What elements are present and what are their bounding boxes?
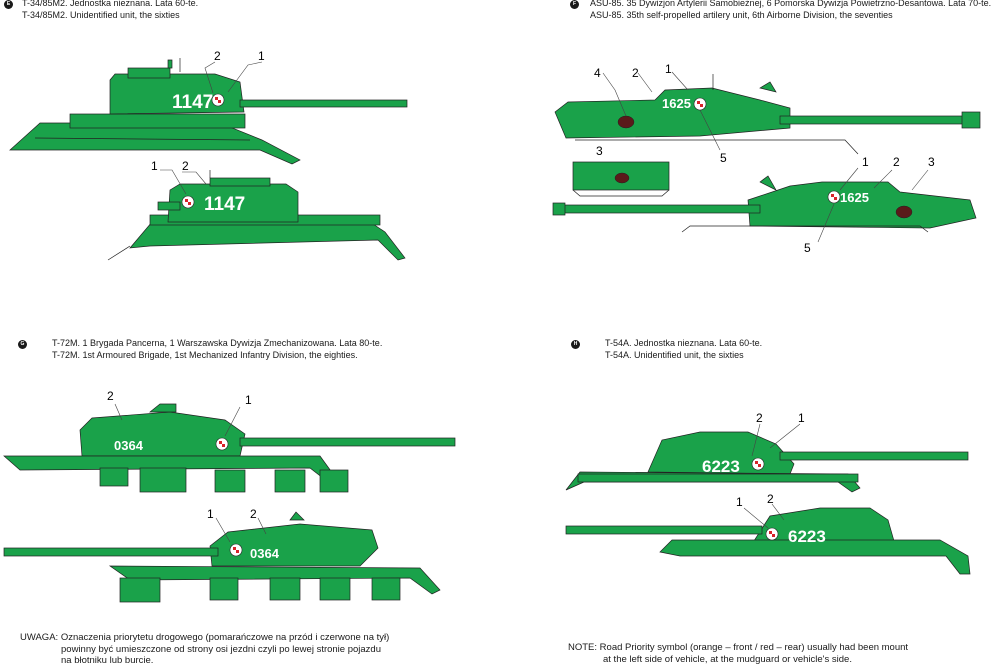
section-g-caption-en: T-72M. 1st Armoured Brigade, 1st Mechani… bbox=[52, 349, 358, 360]
t34-profile-bottom bbox=[107, 170, 406, 261]
t54-bottom-callout-1: 1 bbox=[736, 495, 743, 509]
asu85-bottom-insignia bbox=[895, 205, 913, 219]
t72-top-roundel bbox=[215, 437, 229, 451]
asu85-detail-insignia bbox=[614, 172, 630, 184]
asu85-profile-top bbox=[554, 74, 981, 155]
t34-bottom-number: 1147 bbox=[204, 194, 245, 215]
section-e-badge: E bbox=[4, 0, 13, 9]
note-polish-line1: UWAGA: Oznaczenia priorytetu drogowego (… bbox=[20, 632, 389, 644]
asu85-top-callouts bbox=[602, 71, 721, 151]
asu85-top-number: 1625 bbox=[662, 96, 691, 111]
t72-profile-bottom bbox=[3, 511, 441, 603]
t72-bottom-callouts bbox=[215, 517, 267, 543]
note-polish: UWAGA: Oznaczenia priorytetu drogowego (… bbox=[20, 632, 389, 667]
t34-top-callout-1: 1 bbox=[258, 49, 265, 63]
t54-bottom-callouts bbox=[743, 503, 785, 529]
asu85-top-callout-4: 4 bbox=[594, 66, 601, 80]
note-polish-text1: Oznaczenia priorytetu drogowego (pomarań… bbox=[60, 632, 390, 643]
note-polish-text2: powinny być umieszczone od strony osi je… bbox=[61, 643, 381, 655]
section-f-caption-pl: ASU-85. 35 Dywizjon Artylerii Samobieżne… bbox=[590, 0, 992, 8]
section-g-caption-pl: T-72M. 1 Brygada Pancerna, 1 Warszawska … bbox=[52, 338, 383, 348]
asu85-top-insignia bbox=[617, 115, 635, 129]
section-e-caption-pl: T-34/85M2. Jednostka nieznana. Lata 60-t… bbox=[22, 0, 199, 8]
section-f-caption: ASU-85. 35 Dywizjon Artylerii Samobieżne… bbox=[590, 0, 991, 21]
section-h-caption-pl: T-54A. Jednostka nieznana. Lata 60-te. bbox=[605, 338, 763, 348]
asu85-bottom-number: 1625 bbox=[840, 190, 869, 205]
asu85-top-roundel bbox=[693, 97, 707, 111]
asu85-bottom-callouts bbox=[817, 167, 929, 243]
t54-top-callouts bbox=[751, 423, 801, 457]
t54-bottom-roundel bbox=[765, 527, 779, 541]
asu85-bottom-callout-3: 3 bbox=[928, 155, 935, 169]
t54-bottom-number: 6223 bbox=[788, 527, 826, 546]
section-g-caption: T-72M. 1 Brygada Pancerna, 1 Warszawska … bbox=[52, 338, 382, 361]
asu85-detail-callout-3: 3 bbox=[596, 144, 603, 158]
t72-top-callout-2: 2 bbox=[107, 389, 114, 403]
t72-bottom-callout-2: 2 bbox=[250, 507, 257, 521]
note-english-label: NOTE: bbox=[568, 642, 598, 653]
t34-bottom-callouts bbox=[160, 169, 207, 195]
note-english-text2: at the left side of vehicle, at the mudg… bbox=[603, 653, 852, 665]
t54-bottom-callout-2: 2 bbox=[767, 492, 774, 506]
asu85-top-callout-1: 1 bbox=[665, 62, 672, 76]
t54-top-callout-1: 1 bbox=[798, 411, 805, 425]
asu85-profile-bottom bbox=[552, 175, 977, 233]
t34-top-roundel bbox=[211, 93, 225, 107]
section-h-badge: H bbox=[571, 340, 580, 349]
t54-top-number: 6223 bbox=[702, 457, 740, 476]
t34-top-callout-2: 2 bbox=[214, 49, 221, 63]
t34-bottom-roundel bbox=[181, 195, 195, 209]
t72-bottom-number: 0364 bbox=[250, 546, 280, 561]
t72-top-number: 0364 bbox=[114, 438, 144, 453]
section-f-caption-en: ASU-85. 35th self-propelled artilery uni… bbox=[590, 9, 893, 20]
t72-top-callout-1: 1 bbox=[245, 393, 252, 407]
asu85-top-callout-5: 5 bbox=[720, 151, 727, 165]
t54-top-roundel bbox=[751, 457, 765, 471]
t54-top-callout-2: 2 bbox=[756, 411, 763, 425]
note-english-line1: NOTE: Road Priority symbol (orange – fro… bbox=[568, 642, 908, 654]
note-english-text1: Road Priority symbol (orange – front / r… bbox=[599, 642, 909, 653]
asu85-top-callout-2: 2 bbox=[632, 66, 639, 80]
note-polish-label: UWAGA: bbox=[20, 632, 59, 643]
t34-profile-top bbox=[9, 58, 408, 165]
section-g-badge: G bbox=[18, 340, 27, 349]
section-e-caption: T-34/85M2. Jednostka nieznana. Lata 60-t… bbox=[22, 0, 198, 21]
t54-profile-bottom bbox=[565, 507, 971, 575]
t34-bottom-callout-1: 1 bbox=[151, 159, 158, 173]
section-e-caption-en: T-34/85M2. Unidentified unit, the sixtie… bbox=[22, 9, 180, 20]
t34-top-number: 1147 bbox=[172, 92, 213, 113]
t54-profile-top bbox=[565, 431, 969, 493]
note-english: NOTE: Road Priority symbol (orange – fro… bbox=[568, 642, 908, 665]
asu85-bottom-callout-1: 1 bbox=[862, 155, 869, 169]
asu85-bottom-callout-2: 2 bbox=[893, 155, 900, 169]
t72-bottom-roundel bbox=[229, 543, 243, 557]
section-f-badge: F bbox=[570, 0, 579, 9]
t34-top-callouts bbox=[204, 61, 263, 94]
asu85-bottom-roundel bbox=[827, 190, 841, 204]
t72-bottom-callout-1: 1 bbox=[207, 507, 214, 521]
section-h-caption-en: T-54A. Unidentified unit, the sixties bbox=[605, 349, 744, 360]
section-h-caption: T-54A. Jednostka nieznana. Lata 60-te. T… bbox=[605, 338, 762, 361]
t72-profile-top bbox=[3, 403, 456, 493]
t72-top-callouts bbox=[114, 403, 241, 437]
t34-bottom-callout-2: 2 bbox=[182, 159, 189, 173]
note-polish-text3: na błotniku lub burcie. bbox=[61, 655, 154, 666]
asu85-bottom-callout-5: 5 bbox=[804, 241, 811, 255]
asu85-detail-plate bbox=[572, 161, 670, 197]
